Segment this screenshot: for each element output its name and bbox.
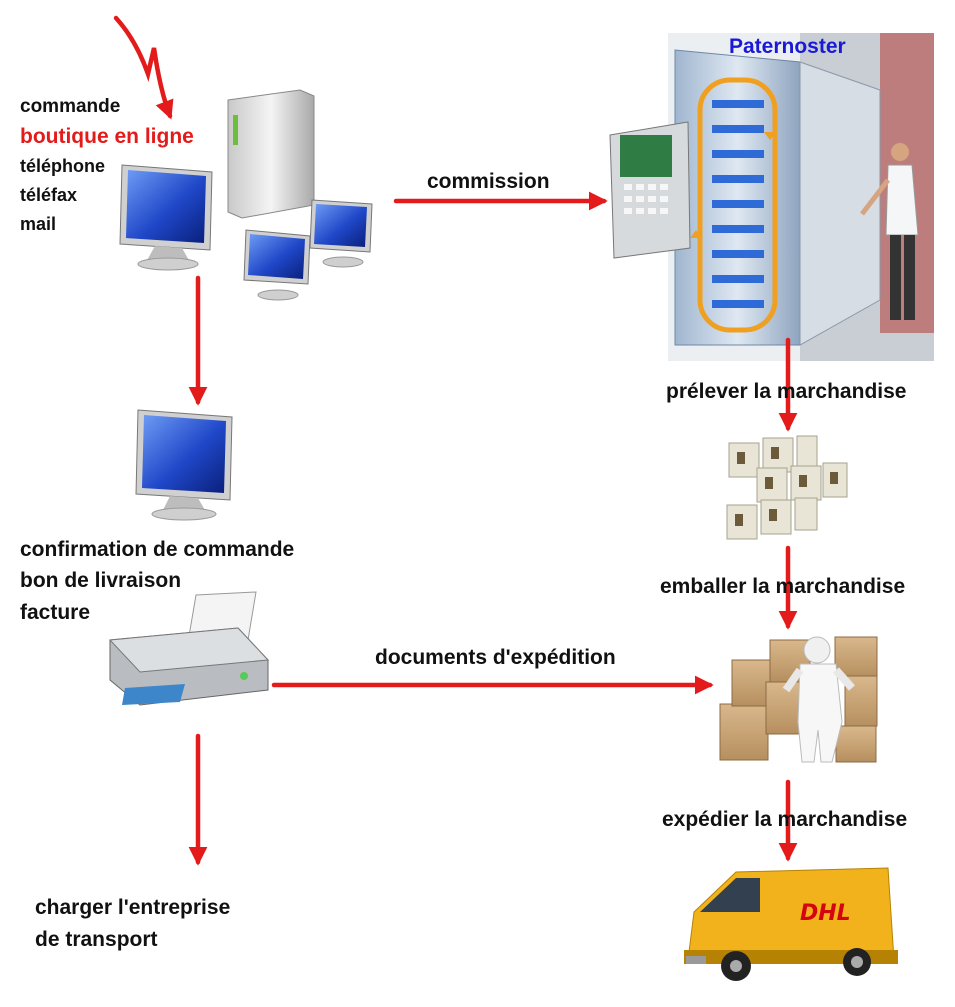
paternoster-label: Paternoster xyxy=(729,35,846,58)
van-logo-text: DHL xyxy=(800,901,851,926)
pack-goods-label: emballer la marchandise xyxy=(660,575,906,598)
shipping-documents-label: documents d'expédition xyxy=(375,646,616,669)
carrier-label-line2: de transport xyxy=(35,928,158,951)
goods-parts-image xyxy=(726,435,848,540)
mail-label: mail xyxy=(20,214,57,234)
packing-boxes-image xyxy=(719,636,878,763)
flow-arrows xyxy=(113,15,798,866)
computer-network-icon xyxy=(119,89,373,301)
phone-label: téléphone xyxy=(20,156,106,176)
commission-label: commission xyxy=(427,170,550,193)
printer-icon xyxy=(108,591,270,706)
delivery-note-label: bon de livraison xyxy=(20,569,182,592)
incoming-order-arrow xyxy=(113,15,174,120)
paternoster-machine-image xyxy=(609,33,934,361)
delivery-van-image: DHL xyxy=(684,867,898,981)
ship-goods-label: expédier la marchandise xyxy=(662,808,908,831)
monitor-icon xyxy=(135,409,233,521)
invoice-label: facture xyxy=(20,601,91,624)
pick-goods-label: prélever la marchandise xyxy=(666,380,907,403)
order-label: commande xyxy=(20,96,121,117)
order-confirmation-label: confirmation de commande xyxy=(20,538,295,561)
online-shop-label: boutique en ligne xyxy=(20,125,194,148)
fax-label: téléfax xyxy=(20,185,78,205)
carrier-label-line1: charger l'entreprise xyxy=(35,896,231,919)
